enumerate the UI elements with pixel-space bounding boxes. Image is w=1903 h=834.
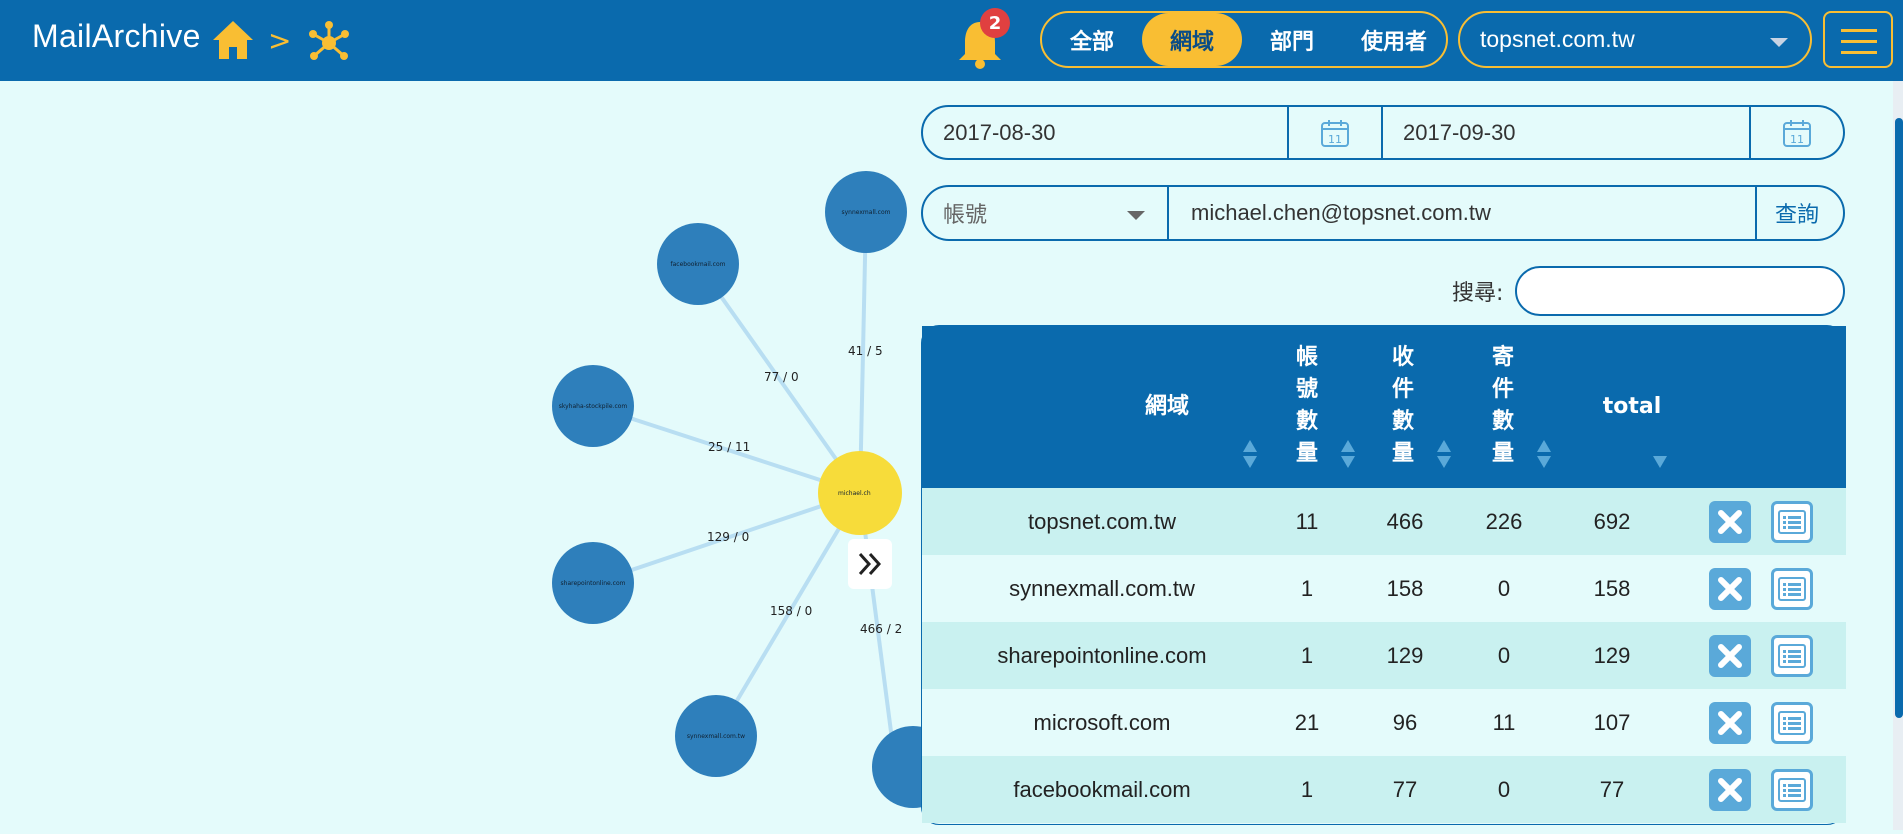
date-to-value: 2017-09-30	[1403, 119, 1516, 145]
search-label: 搜尋:	[1452, 281, 1504, 306]
close-icon	[1718, 577, 1742, 601]
edge-label: 77 / 0	[764, 370, 799, 384]
sort-icon[interactable]	[1536, 438, 1552, 470]
table-header: 網域 帳號 數量 收件 數量 寄件 數量 total	[922, 326, 1846, 488]
delete-button[interactable]	[1709, 568, 1751, 610]
list-icon	[1778, 510, 1806, 534]
calendar-icon: 11	[1783, 119, 1811, 147]
relationship-graph: 41 / 5 77 / 0 25 / 11 129 / 0 158 / 0 46…	[0, 81, 954, 830]
header-total[interactable]: total	[1602, 394, 1662, 419]
table-row: sharepointonline.com 1 129 0 129	[922, 622, 1846, 689]
svg-text:skyhaha-stockpile.com: skyhaha-stockpile.com	[559, 403, 628, 410]
close-icon	[1718, 510, 1742, 534]
breadcrumb-separator: >	[268, 24, 292, 57]
table-row: facebookmail.com 1 77 0 77	[922, 756, 1846, 823]
graph-node[interactable]: sharepointonline.com	[552, 542, 634, 624]
table-row: topsnet.com.tw 11 466 226 692	[922, 488, 1846, 555]
delete-button[interactable]	[1709, 769, 1751, 811]
details-button[interactable]	[1771, 501, 1813, 543]
edge-label: 41 / 5	[848, 344, 883, 358]
graph-canvas: 41 / 5 77 / 0 25 / 11 129 / 0 158 / 0 46…	[552, 171, 954, 808]
header-received[interactable]: 收件 數量	[1391, 345, 1414, 466]
chevron-down-icon	[1770, 38, 1788, 47]
domain-table: 網域 帳號 數量 收件 數量 寄件 數量 total	[921, 325, 1846, 825]
account-input[interactable]: michael.chen@topsnet.com.tw	[1167, 185, 1757, 241]
sort-icon[interactable]	[1436, 438, 1452, 470]
account-input-value: michael.chen@topsnet.com.tw	[1191, 200, 1491, 225]
close-icon	[1718, 644, 1742, 668]
list-icon	[1778, 577, 1806, 601]
date-from-value: 2017-08-30	[943, 119, 1056, 145]
calendar-icon: 11	[1321, 119, 1349, 147]
close-icon	[1718, 711, 1742, 735]
sort-icon[interactable]	[1340, 438, 1356, 470]
date-from-field[interactable]: 2017-08-30 11	[921, 105, 1383, 160]
graph-node[interactable]: synnexmall.com	[825, 171, 907, 253]
header-domain[interactable]: 網域	[1144, 394, 1189, 419]
domain-select-value: topsnet.com.tw	[1480, 26, 1635, 52]
header-accounts[interactable]: 帳號 數量	[1295, 345, 1318, 466]
account-type-select[interactable]: 帳號	[921, 185, 1169, 241]
domain-select[interactable]: topsnet.com.tw	[1458, 11, 1812, 68]
graph-center-node[interactable]: michael.ch	[818, 451, 902, 535]
query-button[interactable]: 查詢	[1755, 185, 1845, 241]
scope-tabs: 全部 網域 部門 使用者	[1040, 11, 1448, 68]
notification-badge: 2	[980, 8, 1010, 38]
svg-text:sharepointonline.com: sharepointonline.com	[561, 580, 626, 587]
edge-label: 25 / 11	[708, 440, 750, 454]
edge-label: 129 / 0	[707, 530, 749, 544]
sort-icon[interactable]	[1242, 438, 1258, 470]
table-row: microsoft.com 21 96 11 107	[922, 689, 1846, 756]
svg-text:michael.ch: michael.ch	[838, 490, 871, 497]
tab-all[interactable]: 全部	[1069, 29, 1114, 55]
list-icon	[1778, 778, 1806, 802]
chevron-down-icon	[1127, 211, 1145, 220]
table-row: synnexmall.com.tw 1 158 0 158	[922, 555, 1846, 622]
graph-node[interactable]: skyhaha-stockpile.com	[552, 365, 634, 447]
sort-desc-icon[interactable]	[1652, 438, 1668, 470]
double-chevron-right-icon	[858, 552, 882, 576]
svg-text:facebookmail.com: facebookmail.com	[671, 261, 726, 268]
network-icon[interactable]	[306, 20, 352, 66]
edge-label: 466 / 2	[860, 622, 902, 636]
date-from-calendar-button[interactable]: 11	[1287, 107, 1381, 158]
graph-node[interactable]: synnexmall.com.tw	[675, 695, 757, 777]
tab-department[interactable]: 部門	[1269, 29, 1314, 55]
svg-text:synnexmall.com: synnexmall.com	[842, 209, 891, 216]
header-sent[interactable]: 寄件 數量	[1491, 345, 1514, 466]
svg-text:11: 11	[1328, 133, 1342, 146]
tab-user[interactable]: 使用者	[1360, 29, 1427, 55]
account-type-value: 帳號	[943, 202, 988, 227]
menu-button[interactable]	[1823, 11, 1893, 68]
delete-button[interactable]	[1709, 635, 1751, 677]
date-to-calendar-button[interactable]: 11	[1749, 107, 1843, 158]
date-to-field[interactable]: 2017-09-30 11	[1383, 105, 1845, 160]
edge-label: 158 / 0	[770, 604, 812, 618]
app-title[interactable]: MailArchive	[32, 18, 201, 54]
delete-button[interactable]	[1709, 702, 1751, 744]
svg-text:synnexmall.com.tw: synnexmall.com.tw	[687, 733, 745, 740]
details-button[interactable]	[1771, 702, 1813, 744]
graph-node[interactable]: facebookmail.com	[657, 223, 739, 305]
list-icon	[1778, 644, 1806, 668]
details-button[interactable]	[1771, 769, 1813, 811]
tab-domain[interactable]: 網域	[1142, 13, 1242, 66]
collapse-panel-button[interactable]	[848, 539, 892, 589]
home-icon[interactable]	[210, 18, 256, 62]
delete-button[interactable]	[1709, 501, 1751, 543]
close-icon	[1718, 778, 1742, 802]
list-icon	[1778, 711, 1806, 735]
top-bar: MailArchive > 2 全部 網域 部門 使用者 topsnet.com…	[0, 0, 1903, 81]
search-input[interactable]	[1515, 266, 1845, 316]
scrollbar-thumb[interactable]	[1895, 118, 1903, 718]
svg-text:11: 11	[1790, 133, 1804, 146]
details-button[interactable]	[1771, 568, 1813, 610]
details-button[interactable]	[1771, 635, 1813, 677]
